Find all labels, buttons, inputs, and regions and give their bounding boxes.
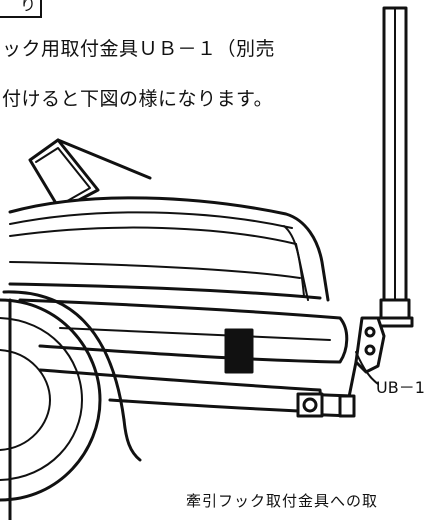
section-header-label: り: [19, 0, 36, 14]
pole-illustration: [370, 6, 414, 328]
instruction-text-line-2: 付けると下図の様になります。: [2, 88, 274, 110]
instruction-text-line-1: ック用取付金具ＵＢ－１（別売: [2, 38, 276, 60]
car-body-outline: [8, 196, 330, 302]
ub1-bracket: [296, 316, 386, 418]
section-header-box: り: [0, 0, 42, 18]
car-rear-window: [28, 138, 152, 212]
ub1-callout-label: UB－1: [376, 378, 425, 397]
wheel-arch: [2, 290, 142, 462]
figure-caption: 牽引フック取付金具への取: [186, 492, 379, 510]
car-wheel: [0, 298, 102, 520]
callout-leader-line: [355, 351, 379, 385]
